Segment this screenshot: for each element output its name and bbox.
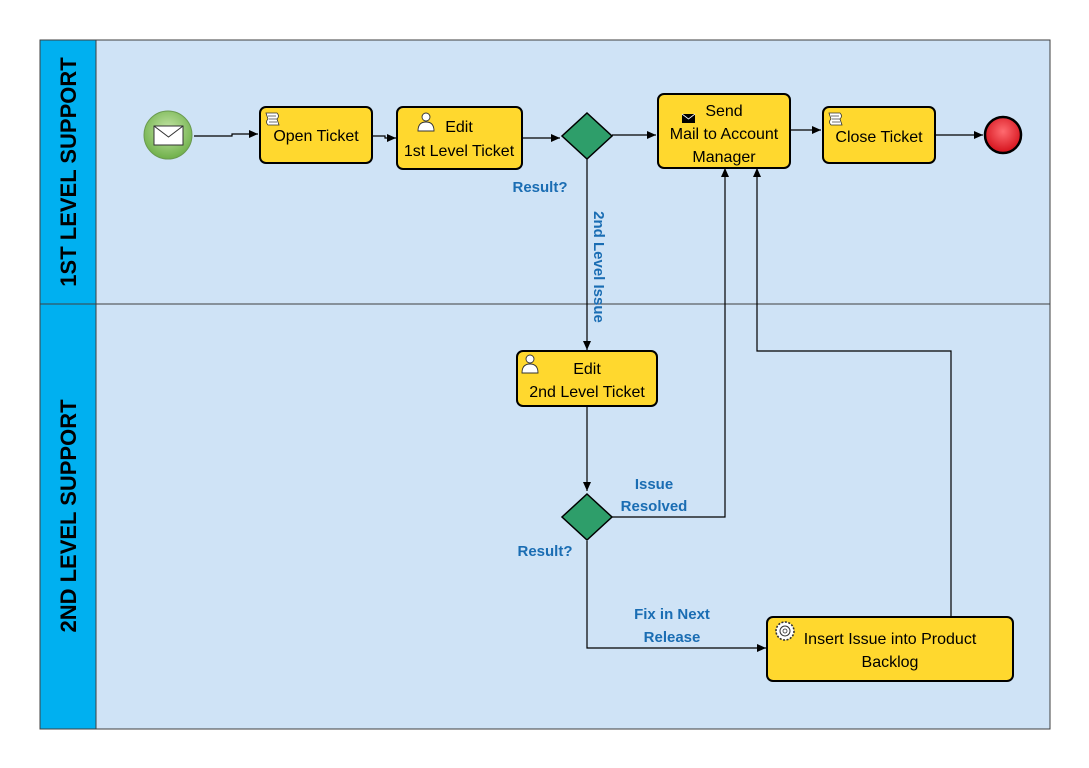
label-result-2: Result? <box>517 543 572 560</box>
task-edit-second-level[interactable]: Edit 2nd Level Ticket <box>516 350 658 407</box>
flow-gateway2-to-insert <box>586 541 766 652</box>
task-close-ticket[interactable]: Close Ticket <box>822 106 936 164</box>
task-send-mail-line2: Mail to Account <box>670 126 779 143</box>
flow-insert-to-send <box>753 168 952 617</box>
user-icon <box>521 354 539 374</box>
label-issue-resolved-1: Issue <box>635 476 673 493</box>
task-send-mail-line1: Send <box>705 103 742 120</box>
task-insert-issue-line2: Backlog <box>862 654 919 671</box>
label-fix-next-1: Fix in Next <box>634 606 710 623</box>
envelope-icon <box>153 125 184 146</box>
end-event[interactable] <box>983 115 1023 155</box>
script-icon <box>828 112 843 126</box>
envelope-icon <box>681 113 696 123</box>
task-open-ticket-label: Open Ticket <box>273 128 359 145</box>
task-close-ticket-label: Close Ticket <box>835 129 923 146</box>
task-edit-first-line1: Edit <box>445 119 473 136</box>
script-icon <box>265 112 280 126</box>
task-edit-first-level[interactable]: Edit 1st Level Ticket <box>396 106 523 170</box>
start-event-message[interactable] <box>143 110 193 160</box>
task-send-mail[interactable]: Send Mail to Account Manager <box>657 93 791 169</box>
task-edit-second-line2: 2nd Level Ticket <box>529 384 645 401</box>
flow-gateway2-to-send <box>612 168 729 518</box>
label-second-level-issue: 2nd Level Issue <box>590 211 607 323</box>
label-issue-resolved-2: Resolved <box>621 498 688 515</box>
gateway-exclusive-2[interactable] <box>560 492 614 542</box>
sequence-flows <box>194 126 983 652</box>
task-insert-issue[interactable]: Insert Issue into Product Backlog <box>766 616 1014 682</box>
gear-icon <box>775 621 795 641</box>
label-fix-next-2: Release <box>644 629 701 646</box>
flow-start-to-open <box>194 130 258 138</box>
label-result-1: Result? <box>512 179 567 196</box>
task-open-ticket[interactable]: Open Ticket <box>259 106 373 164</box>
task-send-mail-line3: Manager <box>692 149 756 166</box>
task-edit-second-line1: Edit <box>573 361 601 378</box>
task-insert-issue-line1: Insert Issue into Product <box>804 631 977 648</box>
gateway-exclusive-1[interactable] <box>560 111 614 161</box>
lane-first-label: 1ST LEVEL SUPPORT <box>56 57 81 287</box>
user-icon <box>417 112 435 132</box>
task-edit-first-line2: 1st Level Ticket <box>404 143 515 160</box>
lane-second-label: 2ND LEVEL SUPPORT <box>56 399 81 633</box>
flow-open-to-edit1 <box>372 134 396 142</box>
lane-first-level: 1ST LEVEL SUPPORT <box>39 39 1051 305</box>
